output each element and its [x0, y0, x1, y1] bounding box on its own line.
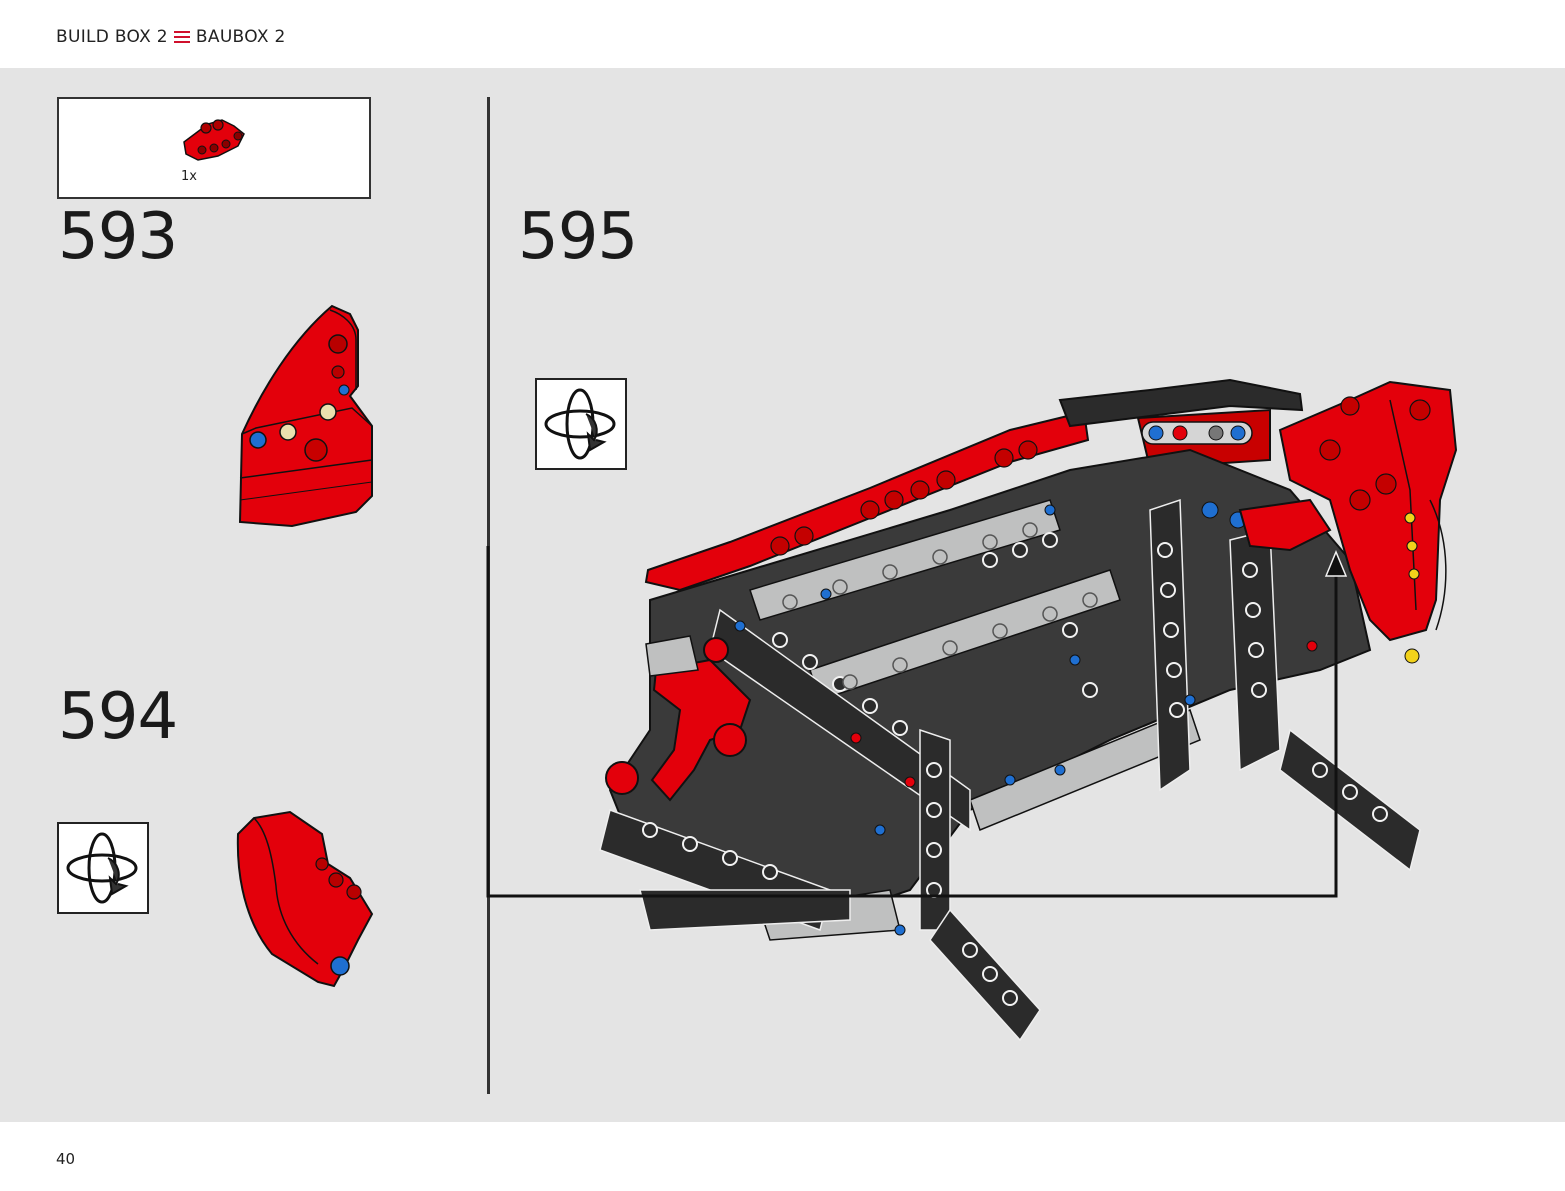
- rotate-model-box-595: [535, 378, 627, 470]
- red-technic-connector-part-icon: [183, 119, 245, 161]
- menu-icon: [173, 31, 190, 43]
- footer-bar: [0, 1122, 1565, 1191]
- build-box-label: BUILD BOX 2: [56, 27, 168, 47]
- rotate-model-box-594: [57, 822, 149, 914]
- step-593-assembly-illustration: [238, 304, 373, 528]
- step-number-593: 593: [58, 200, 178, 274]
- baubox-label: BAUBOX 2: [195, 27, 286, 47]
- header-bar: BUILD BOX 2 BAUBOX 2: [0, 0, 1565, 68]
- step-595-assembly-illustration: [599, 378, 1458, 1042]
- part-quantity: 1x: [181, 169, 197, 184]
- step-594-assembly-illustration: [236, 810, 374, 988]
- rotate-model-icon: [544, 388, 616, 460]
- rotate-model-icon: [66, 832, 138, 904]
- step-number-594: 594: [58, 680, 178, 754]
- assembly-callout-arrow: [486, 546, 1348, 898]
- step-number-595: 595: [518, 200, 638, 274]
- page-number: 40: [56, 1150, 76, 1168]
- build-box-title: BUILD BOX 2 BAUBOX 2: [56, 27, 286, 47]
